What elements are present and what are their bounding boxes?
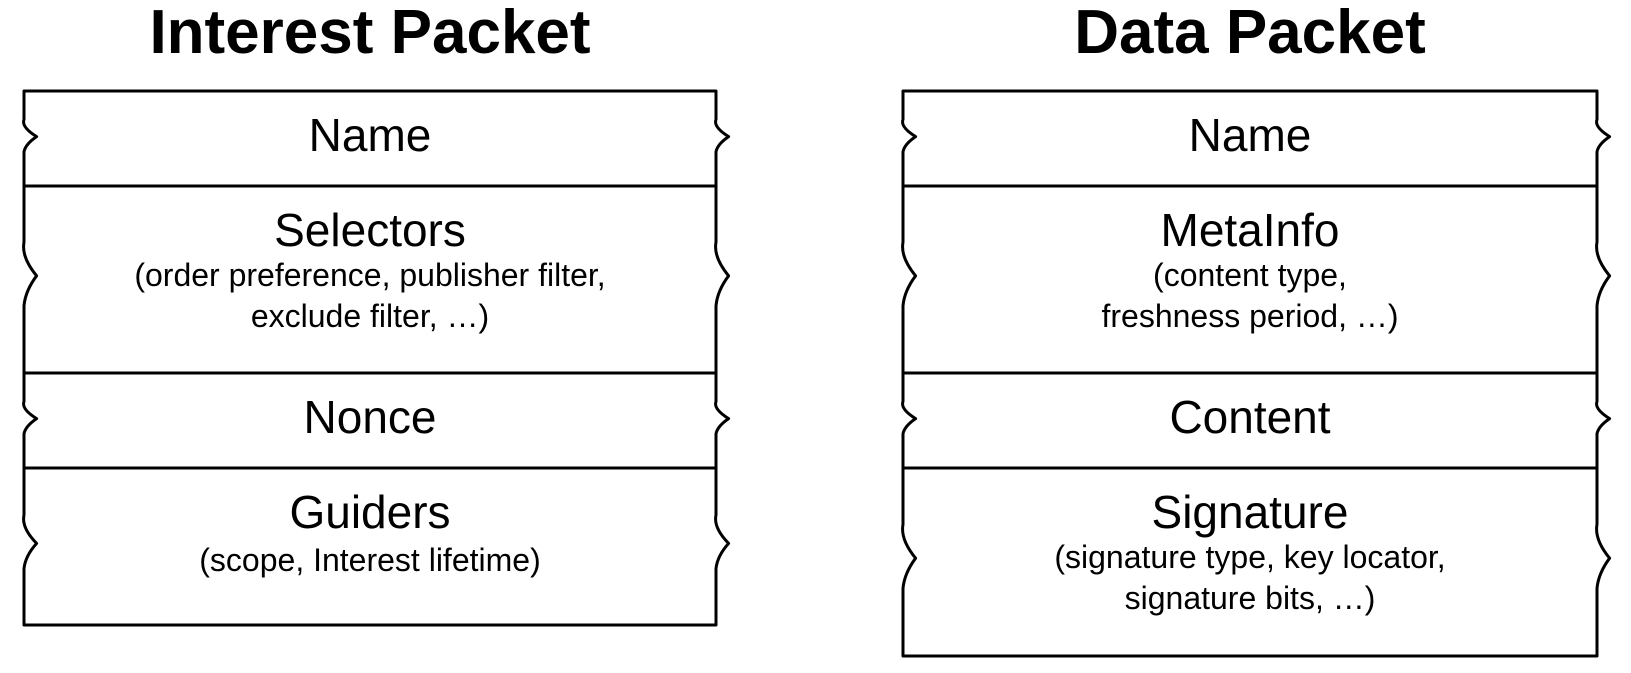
interest-field-name: Name: [24, 110, 716, 160]
data-field-content-label: Content: [1169, 391, 1331, 443]
interest-field-name-label: Name: [308, 109, 432, 161]
data-field-name: Name: [903, 110, 1597, 160]
data-field-metainfo-detail: (content type, freshness period, …): [1101, 257, 1399, 334]
data-packet-frame: [901, 89, 1612, 658]
interest-field-selectors-detail: (order preference, publisher filter, exc…: [134, 257, 606, 334]
data-field-signature-detail: (signature type, key locator, signature …: [1054, 539, 1446, 616]
data-field-metainfo-label: MetaInfo: [1160, 204, 1340, 256]
data-field-signature: Signature (signature type, key locator, …: [903, 487, 1597, 619]
interest-packet-title: Interest Packet: [149, 0, 591, 67]
interest-field-nonce-label: Nonce: [303, 391, 437, 443]
data-field-metainfo: MetaInfo (content type, freshness period…: [903, 205, 1597, 337]
data-packet-title: Data Packet: [1074, 0, 1426, 67]
packet-outline: [22, 89, 731, 627]
interest-field-guiders: Guiders (scope, Interest lifetime): [24, 487, 716, 581]
data-field-signature-label: Signature: [1151, 486, 1349, 538]
interest-packet-frame: [22, 89, 731, 627]
data-field-name-label: Name: [1188, 109, 1312, 161]
interest-field-guiders-detail: (scope, Interest lifetime): [199, 542, 541, 578]
data-field-content: Content: [903, 392, 1597, 442]
interest-field-guiders-label: Guiders: [289, 486, 451, 538]
interest-field-selectors: Selectors (order preference, publisher f…: [24, 205, 716, 337]
interest-field-selectors-label: Selectors: [274, 204, 466, 256]
interest-field-nonce: Nonce: [24, 392, 716, 442]
